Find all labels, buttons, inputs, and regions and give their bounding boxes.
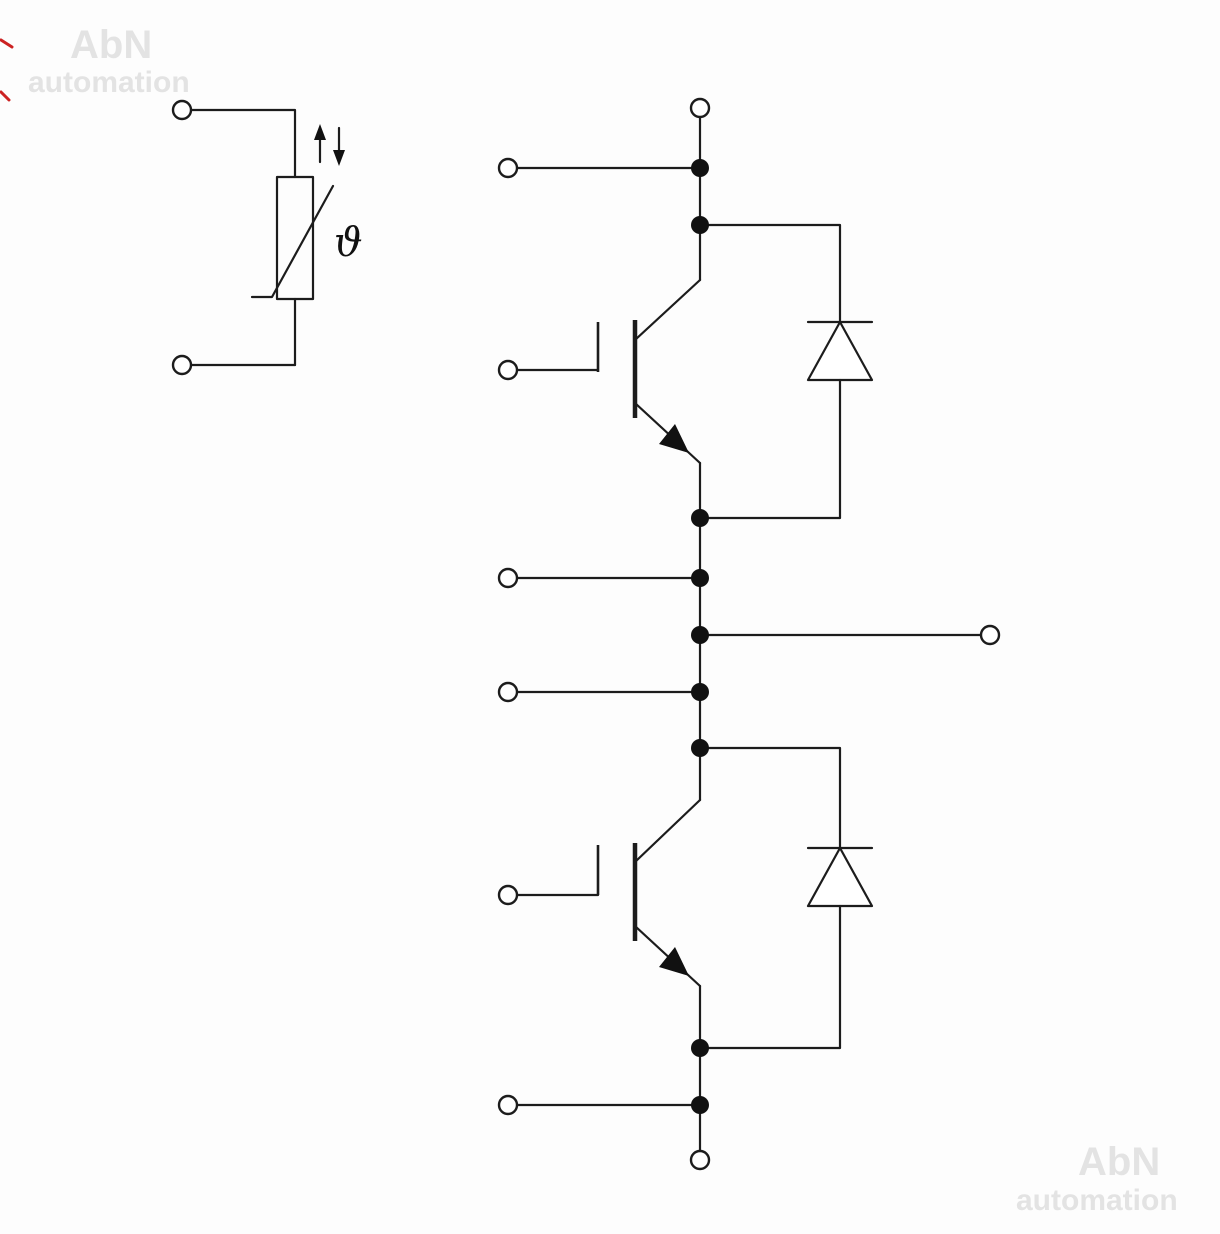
terminal-emitter-sense-bottom <box>497 1094 519 1116</box>
junction-dot <box>691 509 709 527</box>
watermark-brand-text: AbN <box>70 23 152 67</box>
arrow-down-icon <box>333 126 345 166</box>
terminal-emitter-sense-top <box>497 567 519 589</box>
terminal-collector-sense-bottom <box>497 681 519 703</box>
junction-dot <box>691 1039 709 1057</box>
freewheel-diode-high-side <box>698 223 874 520</box>
diode-branch-wire <box>698 904 842 1050</box>
red-edge-artifacts <box>0 38 14 102</box>
red-artifact-mark <box>0 38 14 49</box>
junction-dot <box>691 683 709 701</box>
watermark-brand-text: AbN <box>1078 1140 1160 1184</box>
terminal-dc-minus <box>689 1149 711 1171</box>
thermistor-terminal-top <box>171 99 193 121</box>
junction-dot <box>691 569 709 587</box>
junction-dot <box>691 216 709 234</box>
diode-branch-wire <box>698 223 842 324</box>
thermistor-diagonal-stroke <box>250 184 335 299</box>
thermistor-top-wire <box>189 108 297 179</box>
igbt-emitter-arrow <box>659 424 689 453</box>
half-bridge-circuit <box>497 97 1001 1171</box>
arrow-up-icon <box>314 124 326 164</box>
igbt-emitter-lead <box>633 401 702 465</box>
igbt-high-side <box>515 278 702 465</box>
terminal-gate-top <box>497 359 519 381</box>
freewheel-diode-low-side <box>698 746 874 1050</box>
igbt-collector-lead <box>633 798 702 864</box>
thermistor-circuit: ϑ <box>171 99 363 376</box>
igbt-emitter-arrow <box>659 947 689 976</box>
watermark-sub-text: automation <box>28 66 190 99</box>
watermark-top-left: AbN automation <box>28 23 190 99</box>
terminal-ac-output <box>979 624 1001 646</box>
junction-dot <box>691 626 709 644</box>
terminal-collector-sense-top <box>497 157 519 179</box>
junction-dot <box>691 739 709 757</box>
igbt-low-side <box>515 798 702 988</box>
terminal-dc-plus <box>689 97 711 119</box>
thermistor-body <box>275 175 315 301</box>
thermistor-terminal-bottom <box>171 354 193 376</box>
terminal-gate-bottom <box>497 884 519 906</box>
igbt-collector-lead <box>633 278 702 342</box>
diode-triangle <box>806 846 874 908</box>
diode-branch-wire <box>698 378 842 520</box>
diode-branch-wire <box>698 746 842 850</box>
junction-dot <box>691 1096 709 1114</box>
watermark-bottom-right: AbN automation <box>1016 1140 1178 1217</box>
thermistor-label: ϑ <box>334 220 363 266</box>
junction-dot <box>691 159 709 177</box>
red-artifact-mark <box>0 90 11 102</box>
watermark-sub-text: automation <box>1016 1184 1178 1217</box>
igbt-emitter-lead <box>633 924 702 988</box>
diode-triangle <box>806 320 874 382</box>
